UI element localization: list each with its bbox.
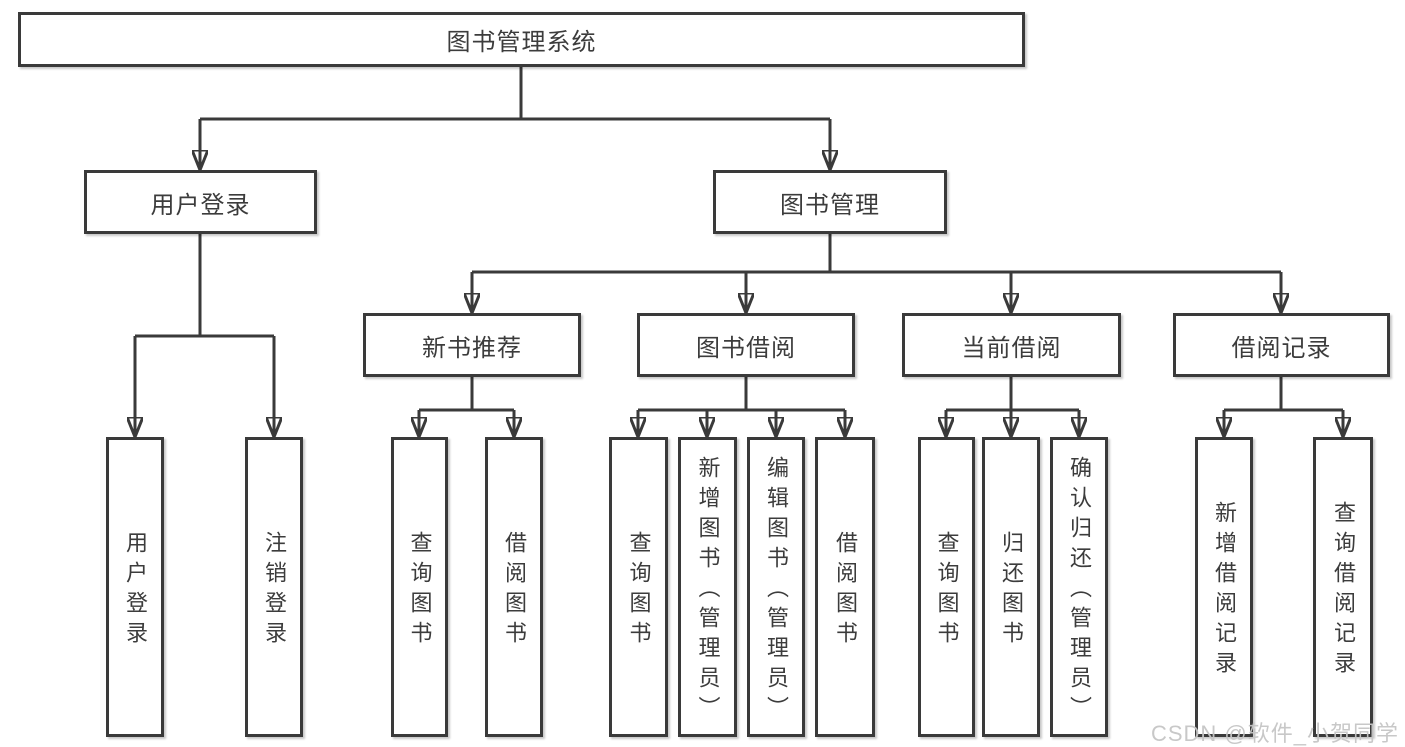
leaf-add-borrow-record-label: 新增借阅记录 bbox=[1212, 501, 1237, 681]
leaf-logout: 注销登录 bbox=[245, 437, 303, 737]
node-book-borrowing-label: 图书借阅 bbox=[696, 334, 796, 362]
leaf-confirm-return-admin: 确认归还（管理员） bbox=[1050, 437, 1108, 737]
node-book-borrowing: 图书借阅 bbox=[637, 313, 855, 377]
leaf-borrow-books-borrowing-label: 借阅图书 bbox=[833, 531, 858, 651]
leaf-query-borrow-record: 查询借阅记录 bbox=[1313, 437, 1373, 737]
leaf-query-books-current-label: 查询图书 bbox=[934, 531, 960, 651]
node-book-management: 图书管理 bbox=[713, 170, 947, 234]
leaf-edit-book-admin-label: 编辑图书（管理员） bbox=[764, 456, 789, 726]
leaf-query-borrow-record-label: 查询借阅记录 bbox=[1331, 501, 1356, 681]
leaf-query-books-borrowing: 查询图书 bbox=[609, 437, 668, 737]
node-book-management-label: 图书管理 bbox=[780, 191, 880, 219]
node-new-book-recommend: 新书推荐 bbox=[363, 313, 581, 377]
leaf-query-books-recommend-label: 查询图书 bbox=[407, 531, 433, 651]
leaf-add-book-admin-label: 新增图书（管理员） bbox=[695, 456, 721, 726]
node-new-book-recommend-label: 新书推荐 bbox=[422, 334, 522, 362]
node-library-system-label: 图书管理系统 bbox=[446, 29, 597, 56]
leaf-borrow-books-recommend: 借阅图书 bbox=[485, 437, 543, 737]
leaf-borrow-books-recommend-label: 借阅图书 bbox=[502, 531, 527, 651]
node-current-borrowing: 当前借阅 bbox=[902, 313, 1121, 377]
csdn-watermark: CSDN @软件_小贺同学 bbox=[1150, 721, 1399, 746]
leaf-add-book-admin: 新增图书（管理员） bbox=[678, 437, 737, 737]
leaf-add-borrow-record: 新增借阅记录 bbox=[1195, 437, 1253, 737]
leaf-query-books-borrowing-label: 查询图书 bbox=[626, 531, 652, 651]
leaf-user-login-label: 用户登录 bbox=[123, 531, 148, 651]
leaf-query-books-current: 查询图书 bbox=[918, 437, 975, 737]
leaf-return-books-label: 归还图书 bbox=[999, 531, 1024, 651]
node-borrowing-records-label: 借阅记录 bbox=[1231, 334, 1332, 362]
leaf-user-login: 用户登录 bbox=[106, 437, 164, 737]
leaf-logout-label: 注销登录 bbox=[262, 531, 287, 651]
leaf-confirm-return-admin-label: 确认归还（管理员） bbox=[1067, 456, 1092, 726]
node-user-login-branch-label: 用户登录 bbox=[150, 191, 251, 219]
leaf-borrow-books-borrowing: 借阅图书 bbox=[815, 437, 875, 737]
leaf-edit-book-admin: 编辑图书（管理员） bbox=[747, 437, 805, 737]
node-borrowing-records: 借阅记录 bbox=[1173, 313, 1390, 377]
node-current-borrowing-label: 当前借阅 bbox=[961, 334, 1062, 362]
tree-branch-lines bbox=[135, 67, 1343, 412]
leaf-query-books-recommend: 查询图书 bbox=[391, 437, 448, 737]
leaf-return-books: 归还图书 bbox=[982, 437, 1040, 737]
node-library-system: 图书管理系统 bbox=[18, 12, 1025, 67]
node-user-login-branch: 用户登录 bbox=[84, 170, 317, 234]
